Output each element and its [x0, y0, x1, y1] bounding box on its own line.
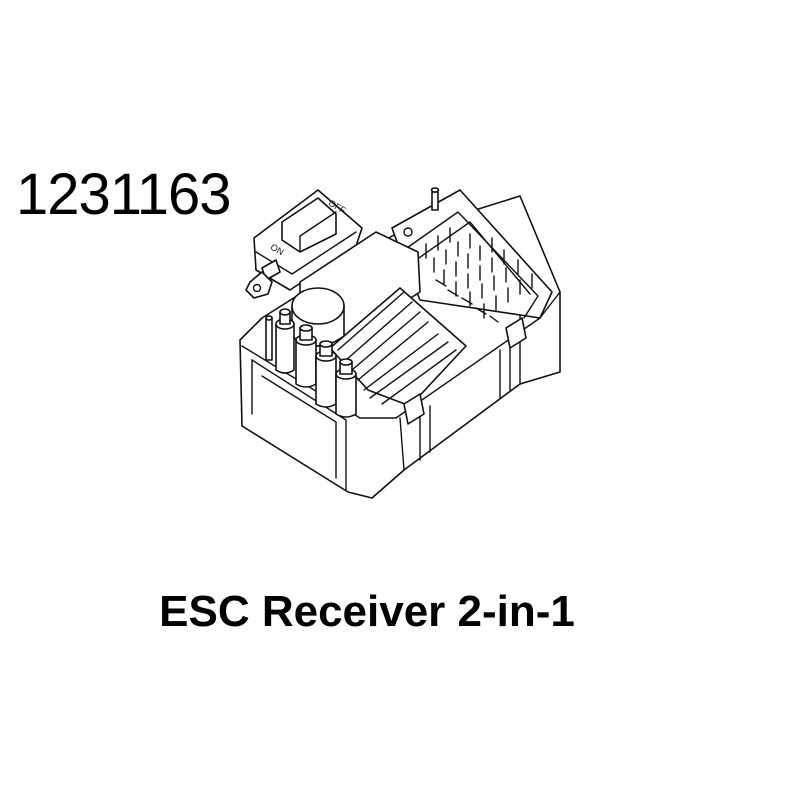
power-switch: ON OFF: [246, 190, 362, 298]
servo-connector-block: [392, 188, 552, 318]
part-number: 1231163: [16, 162, 231, 227]
connector-pins: [426, 228, 532, 322]
housing-latches: [404, 318, 526, 424]
part-caption: ESC Receiver 2-in-1: [159, 587, 575, 636]
wire-posts: [266, 309, 356, 417]
